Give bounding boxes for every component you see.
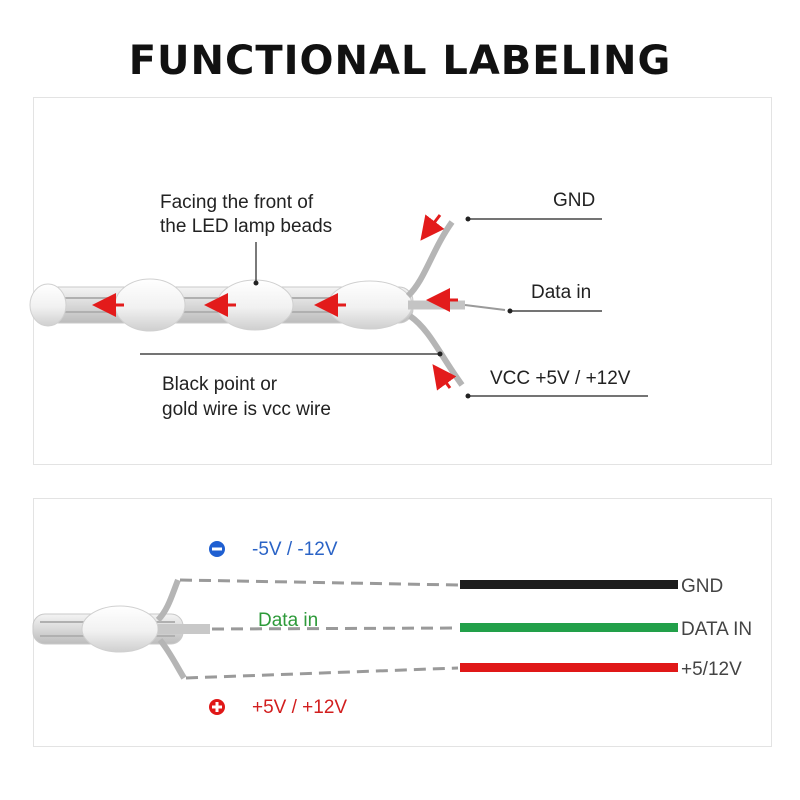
- vcc-note-line-2: gold wire is vcc wire: [162, 399, 331, 420]
- gnd-wire: [460, 580, 678, 589]
- wire-label-data-in: DATA IN: [681, 619, 753, 640]
- minus-icon: [209, 541, 225, 557]
- front-note-line-2: the LED lamp beads: [160, 216, 333, 237]
- vcc-note-line-1: Black point or: [162, 374, 278, 395]
- leader-lines: [140, 216, 648, 399]
- bottom-data-in-label: Data in: [258, 610, 319, 631]
- dashed-connectors: [179, 578, 459, 680]
- negative-voltage-label: -5V / -12V: [252, 539, 338, 560]
- power-wire: [460, 663, 678, 672]
- gnd-label: GND: [553, 190, 596, 211]
- wire-label-power: +5/12V: [681, 659, 742, 680]
- data-in-label: Data in: [531, 282, 592, 303]
- page-title: FUNCTIONAL LABELING: [128, 38, 672, 84]
- wire-label-gnd: GND: [681, 576, 724, 597]
- bottom-led-strip: [32, 578, 210, 680]
- plus-icon: [209, 699, 225, 715]
- front-note-line-1: Facing the front of: [160, 192, 314, 213]
- data-direction-arrows: [92, 214, 458, 391]
- vcc-label: VCC +5V / +12V: [490, 368, 631, 389]
- data-wire: [460, 623, 678, 632]
- positive-voltage-label: +5V / +12V: [252, 697, 348, 718]
- wire-bars: [460, 580, 678, 672]
